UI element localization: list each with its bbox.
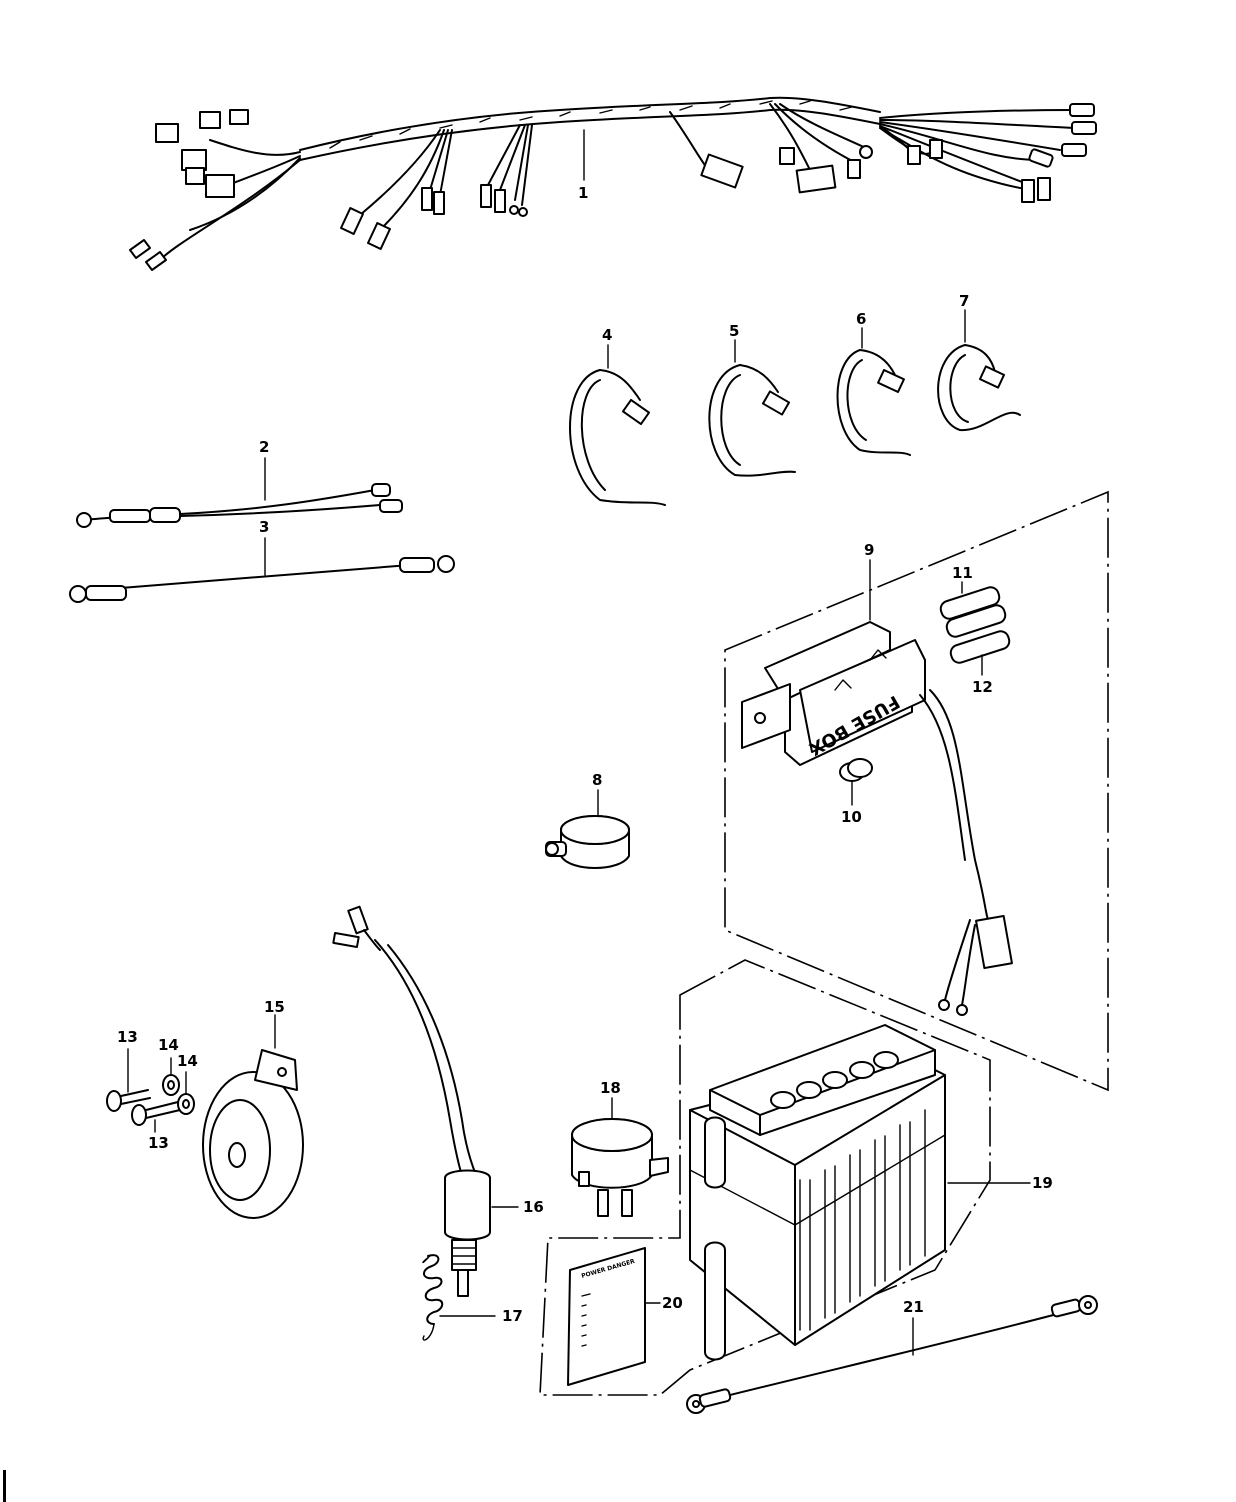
clamp-6: 6 <box>836 310 911 456</box>
callout-20: 20 <box>662 1294 683 1312</box>
page-edge-mark <box>3 1470 6 1502</box>
callout-10: 10 <box>841 808 862 826</box>
callout-5: 5 <box>729 322 739 340</box>
horn-15: 15 <box>202 998 304 1219</box>
clamp-5: 5 <box>708 322 796 477</box>
callout-21: 21 <box>903 1298 924 1316</box>
callout-17: 17 <box>502 1307 523 1325</box>
clamp-4: 4 <box>569 326 666 506</box>
washer-14-b: 14 <box>177 1052 198 1115</box>
callout-1: 1 <box>578 184 588 202</box>
fuse-11: 11 <box>939 564 1007 638</box>
bolt-13-b: 13 <box>131 1101 181 1152</box>
callout-4: 4 <box>602 326 612 344</box>
spring-17: 17 <box>422 1254 523 1341</box>
fuse-12: 12 <box>949 630 1011 696</box>
bolt-13: 13 <box>106 1028 151 1112</box>
stop-lamp-switch-16: 16 <box>332 905 544 1297</box>
callout-8: 8 <box>592 771 602 789</box>
instruction-leaflet-20: POWER DANGER 20 <box>567 1247 683 1386</box>
callout-14-a: 14 <box>158 1036 179 1054</box>
callout-16: 16 <box>523 1198 544 1216</box>
fuse-box-panel <box>724 490 1109 1092</box>
clamp-7: 7 <box>937 292 1021 432</box>
relay-18: 18 <box>571 1079 669 1217</box>
callout-14-b: 14 <box>177 1052 198 1070</box>
ground-lead-21: 21 <box>686 1295 1098 1414</box>
callout-3: 3 <box>259 518 269 536</box>
callout-13-a: 13 <box>117 1028 138 1046</box>
battery-19: 19 <box>689 1024 1053 1361</box>
callout-11: 11 <box>952 564 973 582</box>
callout-6: 6 <box>856 310 866 328</box>
callout-13-b: 13 <box>148 1134 169 1152</box>
grommet-10: 10 <box>839 758 873 826</box>
battery-panel <box>539 959 991 1396</box>
callout-19: 19 <box>1032 1174 1053 1192</box>
washer-14: 14 <box>158 1036 180 1096</box>
lead-wire-3: 3 <box>69 518 455 603</box>
main-wiring-harness: 1 <box>129 96 1097 271</box>
lead-wire-2: 2 <box>76 438 403 528</box>
callout-12: 12 <box>972 678 993 696</box>
callout-18: 18 <box>600 1079 621 1097</box>
callout-9: 9 <box>864 541 874 559</box>
callout-2: 2 <box>259 438 269 456</box>
callout-7: 7 <box>959 292 969 310</box>
flasher-relay-8: 8 <box>545 771 630 869</box>
callout-15: 15 <box>264 998 285 1016</box>
